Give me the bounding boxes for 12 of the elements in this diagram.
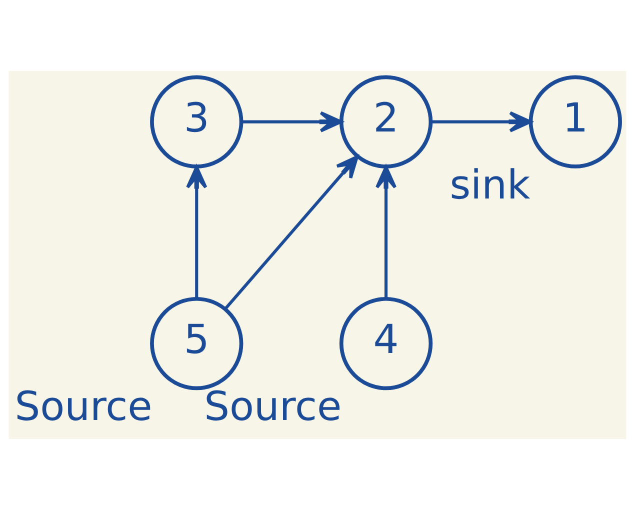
- arrow: [186, 166, 208, 299]
- node-circle: 1: [528, 75, 622, 168]
- node-circle: 4: [339, 296, 433, 390]
- node-circle: 5: [150, 296, 244, 390]
- arrow: [224, 155, 359, 310]
- arrow: [242, 111, 342, 132]
- node-circle: 3: [150, 75, 244, 168]
- node-circle: 2: [339, 75, 433, 168]
- node-label: sink: [450, 162, 530, 208]
- node-label: Source: [14, 384, 152, 430]
- arrow: [375, 166, 397, 299]
- arrow: [431, 111, 532, 132]
